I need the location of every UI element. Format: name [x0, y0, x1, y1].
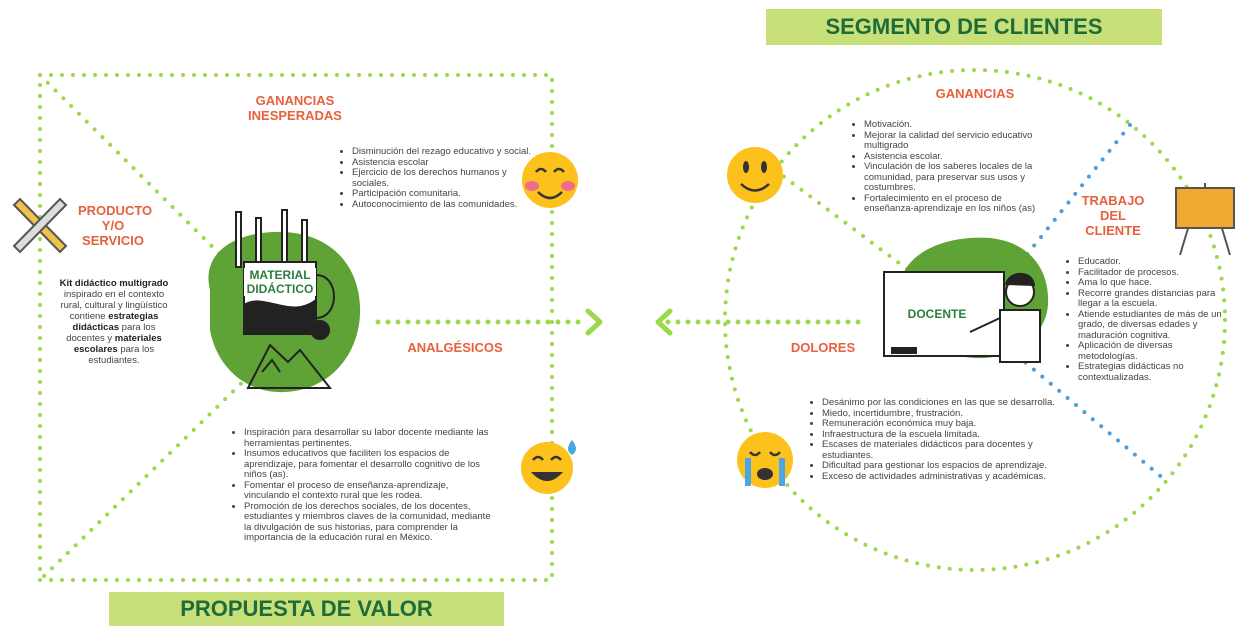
right-gains-title: GANANCIAS — [935, 86, 1015, 101]
list-item: Aplicación de diversas metodologías. — [1078, 340, 1226, 362]
teacher-illustration — [883, 271, 1041, 363]
list-item: Educador. — [1078, 256, 1226, 268]
list-item: Disminución del rezago educativo y socia… — [352, 146, 532, 158]
list-item: Insumos educativos que faciliten los esp… — [244, 448, 496, 481]
list-item: Participación comunitaria. — [352, 188, 532, 200]
list-item: Mejorar la calidad del servicio educativ… — [864, 130, 1044, 152]
value-map-frame — [38, 73, 554, 582]
list-item: Remuneración económica muy baja. — [822, 418, 1062, 430]
left-gains-list: Disminución del rezago educativo y socia… — [340, 146, 532, 211]
smile-emoji — [727, 147, 783, 203]
list-item: Atiende estudiantes de más de un grado, … — [1078, 309, 1226, 342]
list-item: Desánimo por las condiciones en las que … — [822, 397, 1062, 409]
job-list: Educador. Facilitador de procesos. Ama l… — [1066, 256, 1226, 383]
docente-label: DOCENTE — [907, 307, 967, 321]
smiling-blush-emoji — [522, 152, 578, 208]
easel-icon — [1175, 183, 1235, 256]
list-item: Ama lo que hace. — [1078, 277, 1226, 289]
list-item: Inspiración para desarrollar su labor do… — [244, 427, 496, 449]
list-item: Recorre grandes distancias para llegar a… — [1078, 288, 1226, 310]
arrow-right-icon — [585, 308, 603, 336]
product-desc-bold-2: estrategias didácticas — [72, 311, 159, 333]
list-item: Motivación. — [864, 119, 1044, 131]
right-pain-list: Desánimo por las condiciones en las que … — [810, 397, 1062, 483]
material-label: MATERIAL DIDÁCTICO — [244, 268, 316, 296]
product-desc-text-1: inspirado en el contexto rural, cultural… — [60, 289, 168, 322]
arrow-left-icon — [655, 308, 673, 336]
list-item: Infraestructura de la escuela limitada. — [822, 429, 1062, 441]
product-desc-bold-3: materiales escolares — [73, 333, 162, 355]
list-item: Escases de materiales didácticos para do… — [822, 439, 1062, 461]
sweat-smile-emoji — [521, 440, 576, 494]
list-item: Autoconocimiento de las comunidades. — [352, 199, 532, 211]
product-desc-text-3: para los estudiantes. — [88, 344, 155, 366]
left-pain-list: Inspiración para desarrollar su labor do… — [232, 427, 496, 544]
product-desc: Kit didáctico multigrado inspirado en el… — [58, 278, 170, 366]
value-banner: PROPUESTA DE VALOR — [109, 592, 504, 626]
list-item: Asistencia escolar. — [864, 151, 1044, 163]
list-item: Exceso de actividades administrativas y … — [822, 471, 1062, 483]
crying-emoji — [737, 432, 793, 488]
product-title: PRODUCTO Y/O SERVICIO — [78, 203, 153, 248]
segment-banner: SEGMENTO DE CLIENTES — [766, 9, 1162, 45]
left-gains-title: GANANCIAS INESPERADAS — [248, 93, 342, 123]
right-gains-list: Motivación. Mejorar la calidad del servi… — [852, 119, 1044, 215]
job-title: TRABAJO DEL CLIENTE — [1081, 193, 1145, 238]
value-title: PROPUESTA DE VALOR — [180, 596, 433, 621]
list-item: Asistencia escolar — [352, 157, 532, 169]
list-item: Promoción de los derechos sociales, de l… — [244, 501, 496, 544]
list-item: Fortalecimiento en el proceso de enseñan… — [864, 193, 1044, 215]
list-item: Ejercicio de los derechos humanos y soci… — [352, 167, 532, 189]
list-item: Miedo, incertidumbre, frustración. — [822, 408, 1062, 420]
product-desc-text-2: para los docentes y — [66, 322, 156, 344]
product-desc-bold-1: Kit didáctico multigrado — [59, 278, 169, 289]
list-item: Vinculación de los saberes locales de la… — [864, 161, 1044, 194]
list-item: Fomentar el proceso de enseñanza-aprendi… — [244, 480, 496, 502]
list-item: Estrategias didácticas no contextualizad… — [1078, 361, 1226, 383]
right-pain-title: DOLORES — [790, 340, 856, 355]
pencils-icon — [12, 197, 68, 254]
segment-title: SEGMENTO DE CLIENTES — [825, 14, 1103, 39]
left-pain-title: ANALGÉSICOS — [407, 340, 503, 355]
list-item: Facilitador de procesos. — [1078, 267, 1226, 279]
list-item: Dificultad para gestionar los espacios d… — [822, 460, 1062, 472]
